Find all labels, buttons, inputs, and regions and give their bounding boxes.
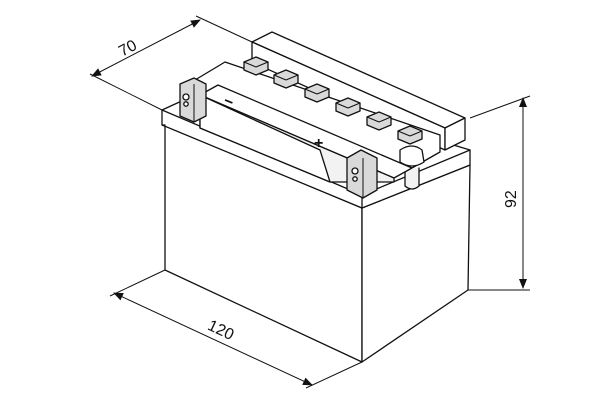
height-extension-top [469,95,531,119]
width-dimension-line [113,292,313,386]
vent-plug-3 [304,83,330,103]
dimension-depth: 70 [89,15,253,111]
vent-strip-end [444,117,466,151]
vent-plug-4 [335,97,361,117]
height-dimension-label: 92 [503,190,520,208]
depth-extension-right [195,15,253,43]
depth-dimension-label: 70 [116,37,140,60]
positive-terminal [346,149,378,199]
positive-polarity-mark: + [314,135,323,152]
dimension-height: 92 [468,95,531,291]
width-extension-right [305,361,363,389]
width-extension-left [109,269,166,297]
vent-plug-2 [273,69,299,89]
depth-dimension-line [91,19,201,77]
negative-terminal [179,77,207,123]
width-dimension-label: 120 [205,317,236,344]
vent-plug-1 [243,56,269,76]
vent-plug-6 [397,125,423,145]
top-cover [194,56,441,190]
vent-plug-5 [366,111,392,131]
depth-extension-left [89,73,163,111]
